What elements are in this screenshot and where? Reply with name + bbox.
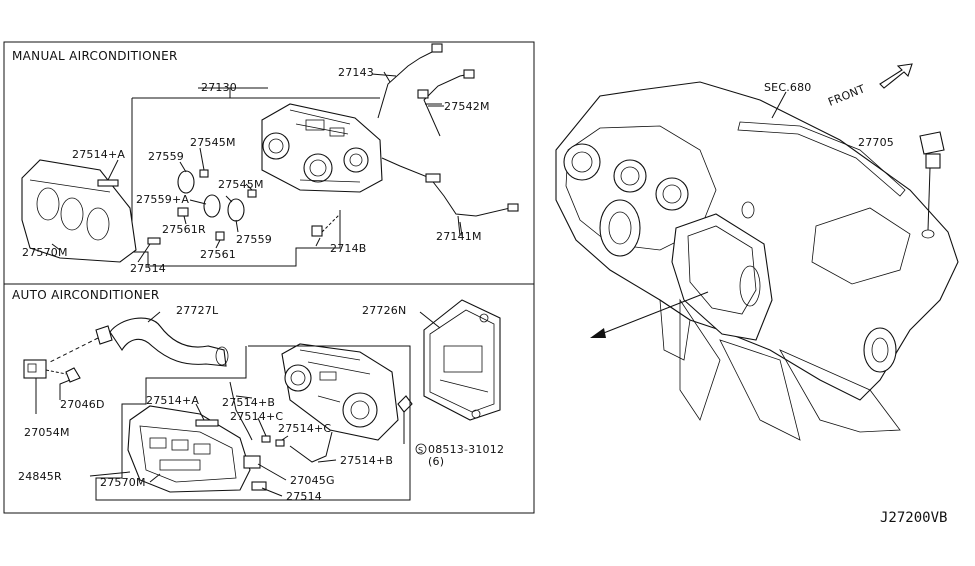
- amplifier-27726N: [423, 299, 501, 421]
- screw-27046D: [65, 367, 81, 383]
- label-27545M-b: 27545M: [218, 178, 264, 191]
- auto-control-unit: [281, 343, 399, 441]
- clip-27514C-a: [261, 435, 271, 443]
- screw-symbol: S: [418, 446, 423, 455]
- manual-control-unit: [261, 103, 383, 193]
- button-27561R: [177, 207, 189, 217]
- bracket-27514-auto: [251, 481, 267, 491]
- knob-27559-b: [227, 198, 245, 222]
- cable-27143: [377, 49, 437, 119]
- manual-section-title: MANUAL AIRCONDITIONER: [12, 49, 178, 63]
- label-front: FRONT: [826, 82, 867, 109]
- label-sec-680: SEC.680: [764, 81, 812, 94]
- bracket-27514A-auto: [195, 419, 219, 427]
- label-27130: 27130: [201, 81, 237, 94]
- screw-symbol-circle: [415, 443, 427, 455]
- label-27514A-manual: 27514+A: [72, 148, 125, 161]
- label-27514C-a: 27514+C: [230, 410, 283, 423]
- auto-bezel: [127, 405, 251, 493]
- clip-27545M-a: [199, 169, 209, 178]
- label-27046D: 27046D: [60, 398, 105, 411]
- label-27514-manual: 27514: [130, 262, 166, 275]
- label-27570M-auto: 27570M: [100, 476, 146, 489]
- label-27726N: 27726N: [362, 304, 406, 317]
- harness-27514B-a: [229, 381, 253, 441]
- switch-27705: [919, 131, 945, 169]
- label-27559-a: 27559: [148, 150, 184, 163]
- auto-section-title: AUTO AIRCONDITIONER: [12, 288, 160, 302]
- button-27561: [215, 231, 225, 241]
- duct-27727L: [109, 317, 227, 367]
- label-27561: 27561: [200, 248, 236, 261]
- label-27727L: 27727L: [176, 304, 219, 317]
- knob-27559-a: [203, 194, 221, 218]
- label-27045G: 27045G: [290, 474, 335, 487]
- sensor-27054M: [23, 359, 47, 379]
- label-27559-b: 27559: [236, 233, 272, 246]
- label-27514B-a: 27514+B: [222, 396, 275, 409]
- dashboard-assembly: [555, 81, 959, 441]
- label-27561R: 27561R: [162, 223, 206, 236]
- label-27054M: 27054M: [24, 426, 70, 439]
- bracket-27045G: [243, 455, 261, 469]
- screw-08513: [397, 395, 413, 413]
- label-2714B: 2714B: [330, 242, 367, 255]
- label-27705: 27705: [858, 136, 894, 149]
- bracket-27514-manual: [147, 237, 161, 245]
- label-27141M: 27141M: [436, 230, 482, 243]
- front-direction-arrow: [879, 63, 913, 89]
- label-27514B-b: 27514+B: [340, 454, 393, 467]
- label-08513-qty: (6): [428, 455, 444, 468]
- clip-27545M-b: [247, 189, 257, 198]
- harness-27514B-b: [289, 431, 333, 463]
- clip-27514C-b: [275, 439, 285, 447]
- knob-27559: [177, 170, 195, 194]
- auto-group-bracket: [95, 345, 411, 501]
- sensor-2714B: [311, 225, 323, 237]
- reference-arrowhead: [590, 328, 606, 338]
- auto-section-frame: [3, 283, 535, 514]
- reference-arrow: [595, 291, 709, 337]
- cable-27542M: [423, 73, 471, 137]
- label-27143: 27143: [338, 66, 374, 79]
- cable-27141M: [381, 157, 511, 217]
- label-24845R: 24845R: [18, 470, 62, 483]
- label-27514A-auto: 27514+A: [146, 394, 199, 407]
- label-27514C-b: 27514+C: [278, 422, 331, 435]
- label-27542M: 27542M: [444, 100, 490, 113]
- label-08513-31012: 08513-31012: [428, 443, 504, 456]
- label-27559A: 27559+A: [136, 193, 189, 206]
- diagram-code: J27200VB: [880, 510, 947, 526]
- label-27514-auto: 27514: [286, 490, 322, 503]
- bracket-27514A-manual: [97, 179, 119, 187]
- manual-group-bracket: [131, 98, 341, 267]
- label-27545M-a: 27545M: [190, 136, 236, 149]
- label-27570M-manual: 27570M: [22, 246, 68, 259]
